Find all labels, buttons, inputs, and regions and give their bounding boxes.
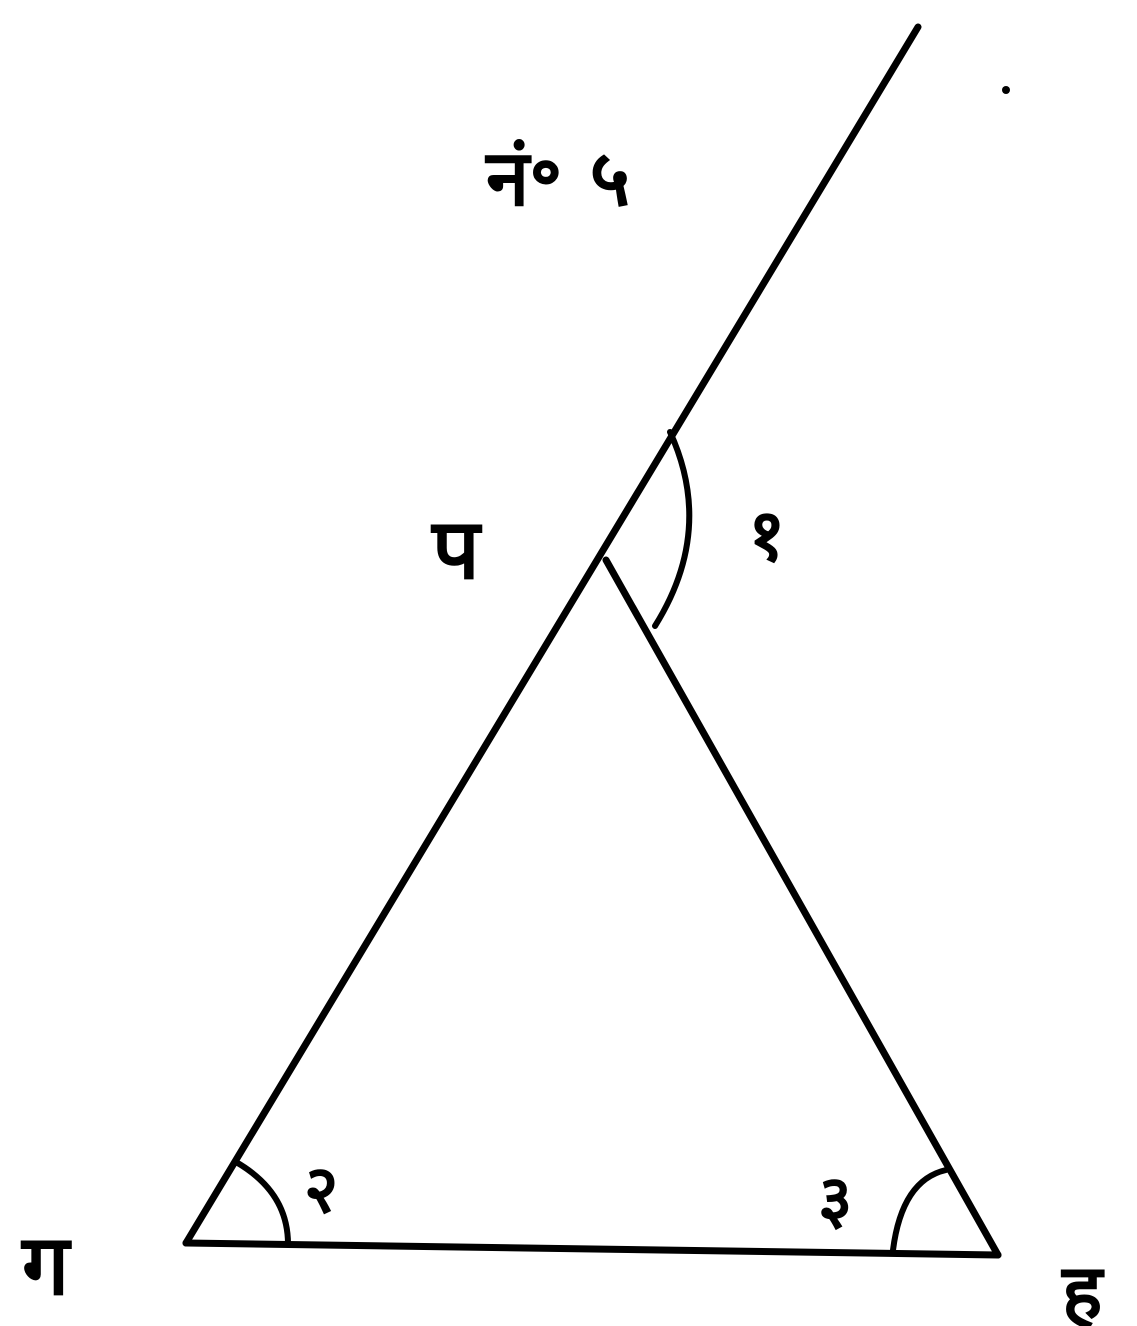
right-side-line <box>602 556 1002 1259</box>
apex-label: प <box>430 500 483 598</box>
left-vertex-label: ग <box>20 1216 72 1314</box>
exterior-angle-arc <box>652 429 693 629</box>
right-base-angle-label: ३ <box>818 1161 852 1238</box>
figure-caption: नं॰ ५ <box>484 134 630 224</box>
right-base-angle-arc <box>890 1167 949 1253</box>
exterior-angle-label: १ <box>748 493 785 577</box>
right-vertex-label: ह <box>1060 1247 1105 1326</box>
base-line <box>182 1239 1002 1259</box>
left-base-angle-label: २ <box>304 1151 338 1228</box>
stray-dot <box>1002 86 1010 94</box>
extended-side-line <box>182 23 922 1247</box>
left-base-angle-arc <box>233 1159 291 1247</box>
